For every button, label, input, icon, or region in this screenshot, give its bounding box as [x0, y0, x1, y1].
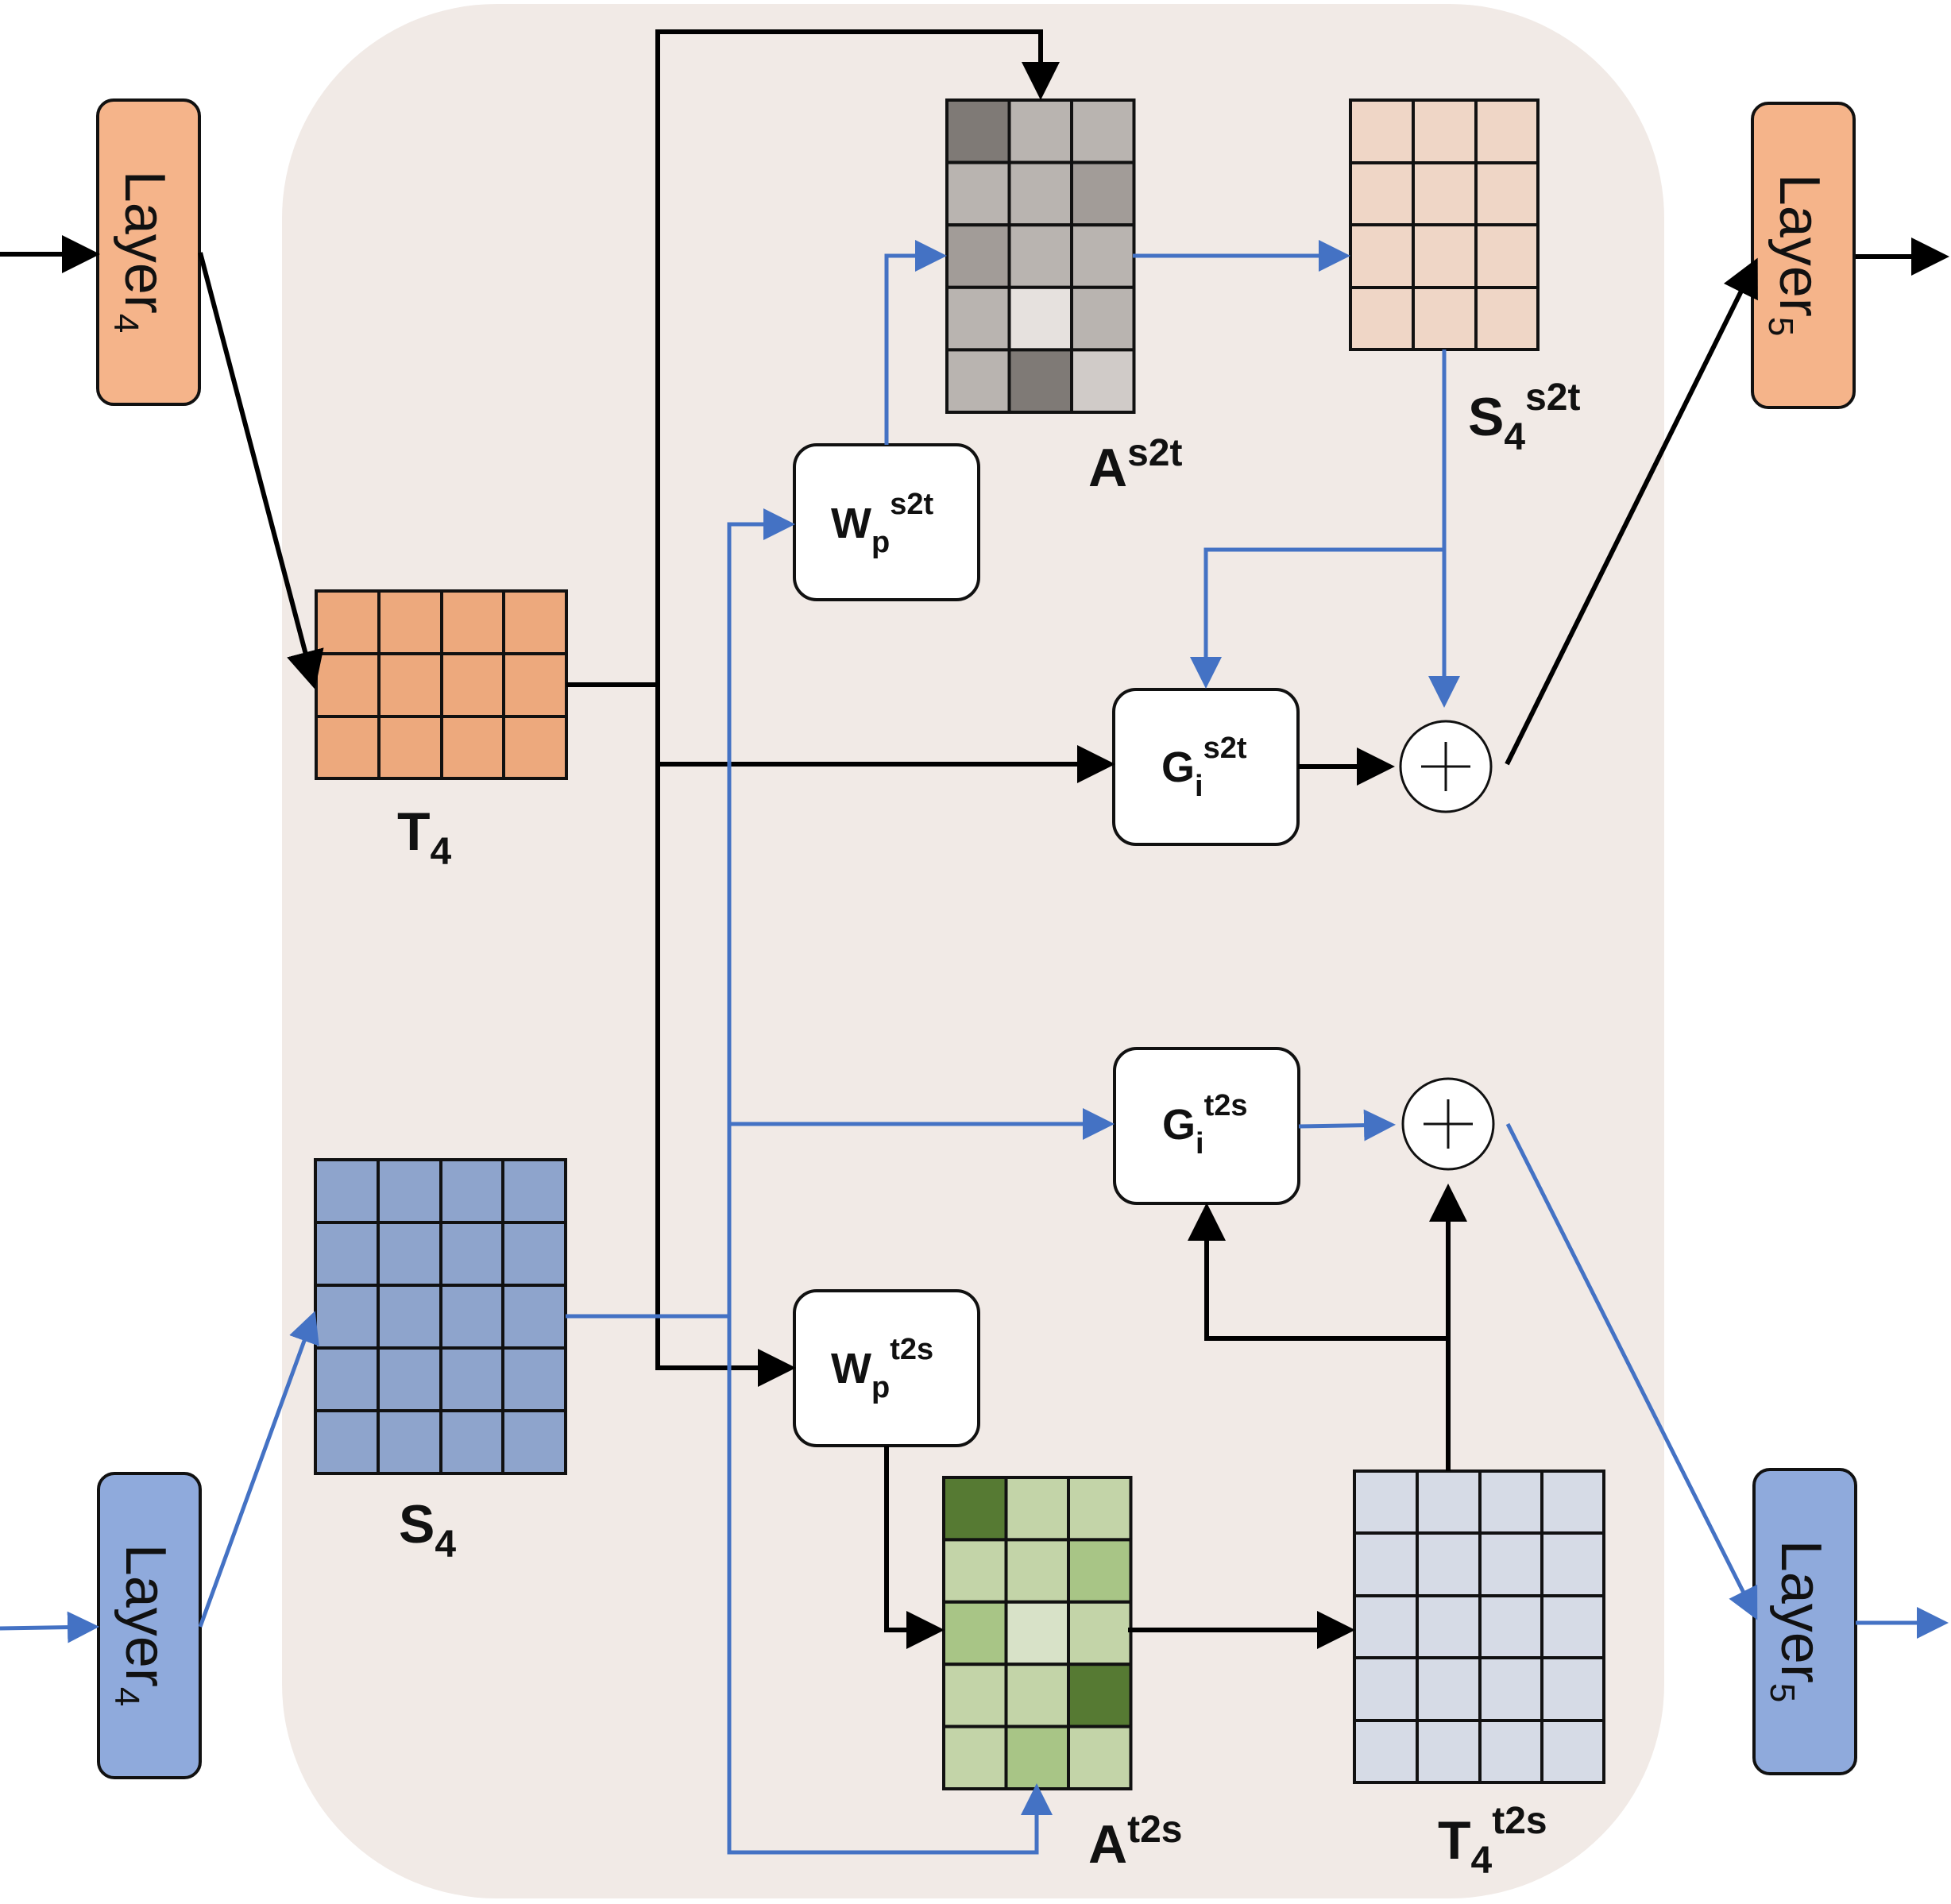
- teacher-layer-4: Layer4: [96, 98, 201, 406]
- attention-cell: [1067, 1538, 1133, 1604]
- label-s4-s2t: S4s2t: [1468, 377, 1580, 458]
- wp-t2s-module: Wpt2s: [793, 1289, 980, 1447]
- svg-text:Wps2t: Wps2t: [831, 488, 933, 559]
- svg-text:Layer5: Layer5: [1763, 1540, 1833, 1703]
- attention-cell: [1004, 1600, 1070, 1666]
- attention-cell: [942, 1663, 1008, 1728]
- attention-cell: [945, 98, 1011, 164]
- svg-text:Wpt2s: Wpt2s: [831, 1333, 933, 1404]
- teacher-feature-t4: [315, 589, 568, 780]
- attention-cell: [1070, 348, 1136, 414]
- sum-node-s2t-icon: [1399, 720, 1493, 813]
- teacher-layer-5: Layer5: [1751, 102, 1856, 409]
- s2t-feature-s4: [1349, 98, 1540, 351]
- attention-cell: [1067, 1476, 1133, 1542]
- t2s-feature-t4: [1353, 1470, 1605, 1784]
- attention-cell: [1004, 1476, 1070, 1542]
- attention-cell: [942, 1476, 1008, 1542]
- attention-cell: [942, 1600, 1008, 1666]
- attention-map-t2s: [942, 1476, 1133, 1791]
- layer-name: Layer: [1767, 174, 1831, 317]
- fusion-panel: [282, 4, 1664, 1898]
- student-layer-5: Layer5: [1752, 1468, 1857, 1775]
- attention-cell: [945, 285, 1011, 352]
- student-feature-s4: [314, 1158, 567, 1475]
- layer-index: 5: [1763, 1683, 1802, 1702]
- svg-text:Layer4: Layer4: [107, 1544, 177, 1707]
- attention-cell: [945, 223, 1011, 289]
- svg-text:Layer5: Layer5: [1761, 174, 1831, 337]
- attention-cell: [1007, 98, 1073, 164]
- attention-cell: [1007, 285, 1073, 352]
- layer-name: Layer: [1769, 1540, 1833, 1683]
- attention-cell: [1007, 348, 1073, 414]
- attention-cell: [942, 1538, 1008, 1604]
- wp-s2t-module: Wps2t: [793, 443, 980, 601]
- label-a-s2t: As2t: [1088, 432, 1183, 498]
- attention-cell: [1070, 285, 1136, 352]
- gi-s2t-module: Gis2t: [1112, 688, 1300, 846]
- attention-cell: [1004, 1724, 1070, 1791]
- attention-cell: [1067, 1663, 1133, 1728]
- student-layer-4: Layer4: [97, 1472, 202, 1779]
- gi-t2s-module: Git2s: [1113, 1047, 1300, 1205]
- attention-cell: [1067, 1600, 1133, 1666]
- attention-cell: [1070, 98, 1136, 164]
- attention-cell: [1004, 1663, 1070, 1728]
- layer-name: Layer: [113, 171, 176, 314]
- attention-cell: [1070, 160, 1136, 227]
- black-connections: [0, 29, 1949, 1649]
- attention-map-s2t: [945, 98, 1136, 414]
- attention-cell: [1004, 1538, 1070, 1604]
- layer-index: 5: [1761, 317, 1800, 336]
- attention-cell: [1007, 160, 1073, 227]
- sum-node-t2s-icon: [1401, 1077, 1495, 1171]
- attention-cell: [945, 160, 1011, 227]
- svg-text:Layer4: Layer4: [106, 171, 176, 334]
- svg-text:Git2s: Git2s: [1162, 1089, 1248, 1161]
- label-t4: T4: [397, 801, 452, 873]
- layer-index: 4: [106, 314, 145, 333]
- label-t4-t2s: T4t2s: [1438, 1800, 1547, 1882]
- label-a-t2s: At2s: [1088, 1809, 1182, 1875]
- attention-cell: [945, 348, 1011, 414]
- svg-text:Gis2t: Gis2t: [1161, 732, 1247, 803]
- attention-cell: [1067, 1724, 1133, 1791]
- attention-cell: [942, 1724, 1008, 1791]
- attention-cell: [1007, 223, 1073, 289]
- blue-connections: [0, 240, 1949, 1855]
- label-s4: S4: [399, 1494, 456, 1566]
- layer-name: Layer: [114, 1544, 177, 1687]
- layer-index: 4: [107, 1687, 146, 1706]
- attention-cell: [1070, 223, 1136, 289]
